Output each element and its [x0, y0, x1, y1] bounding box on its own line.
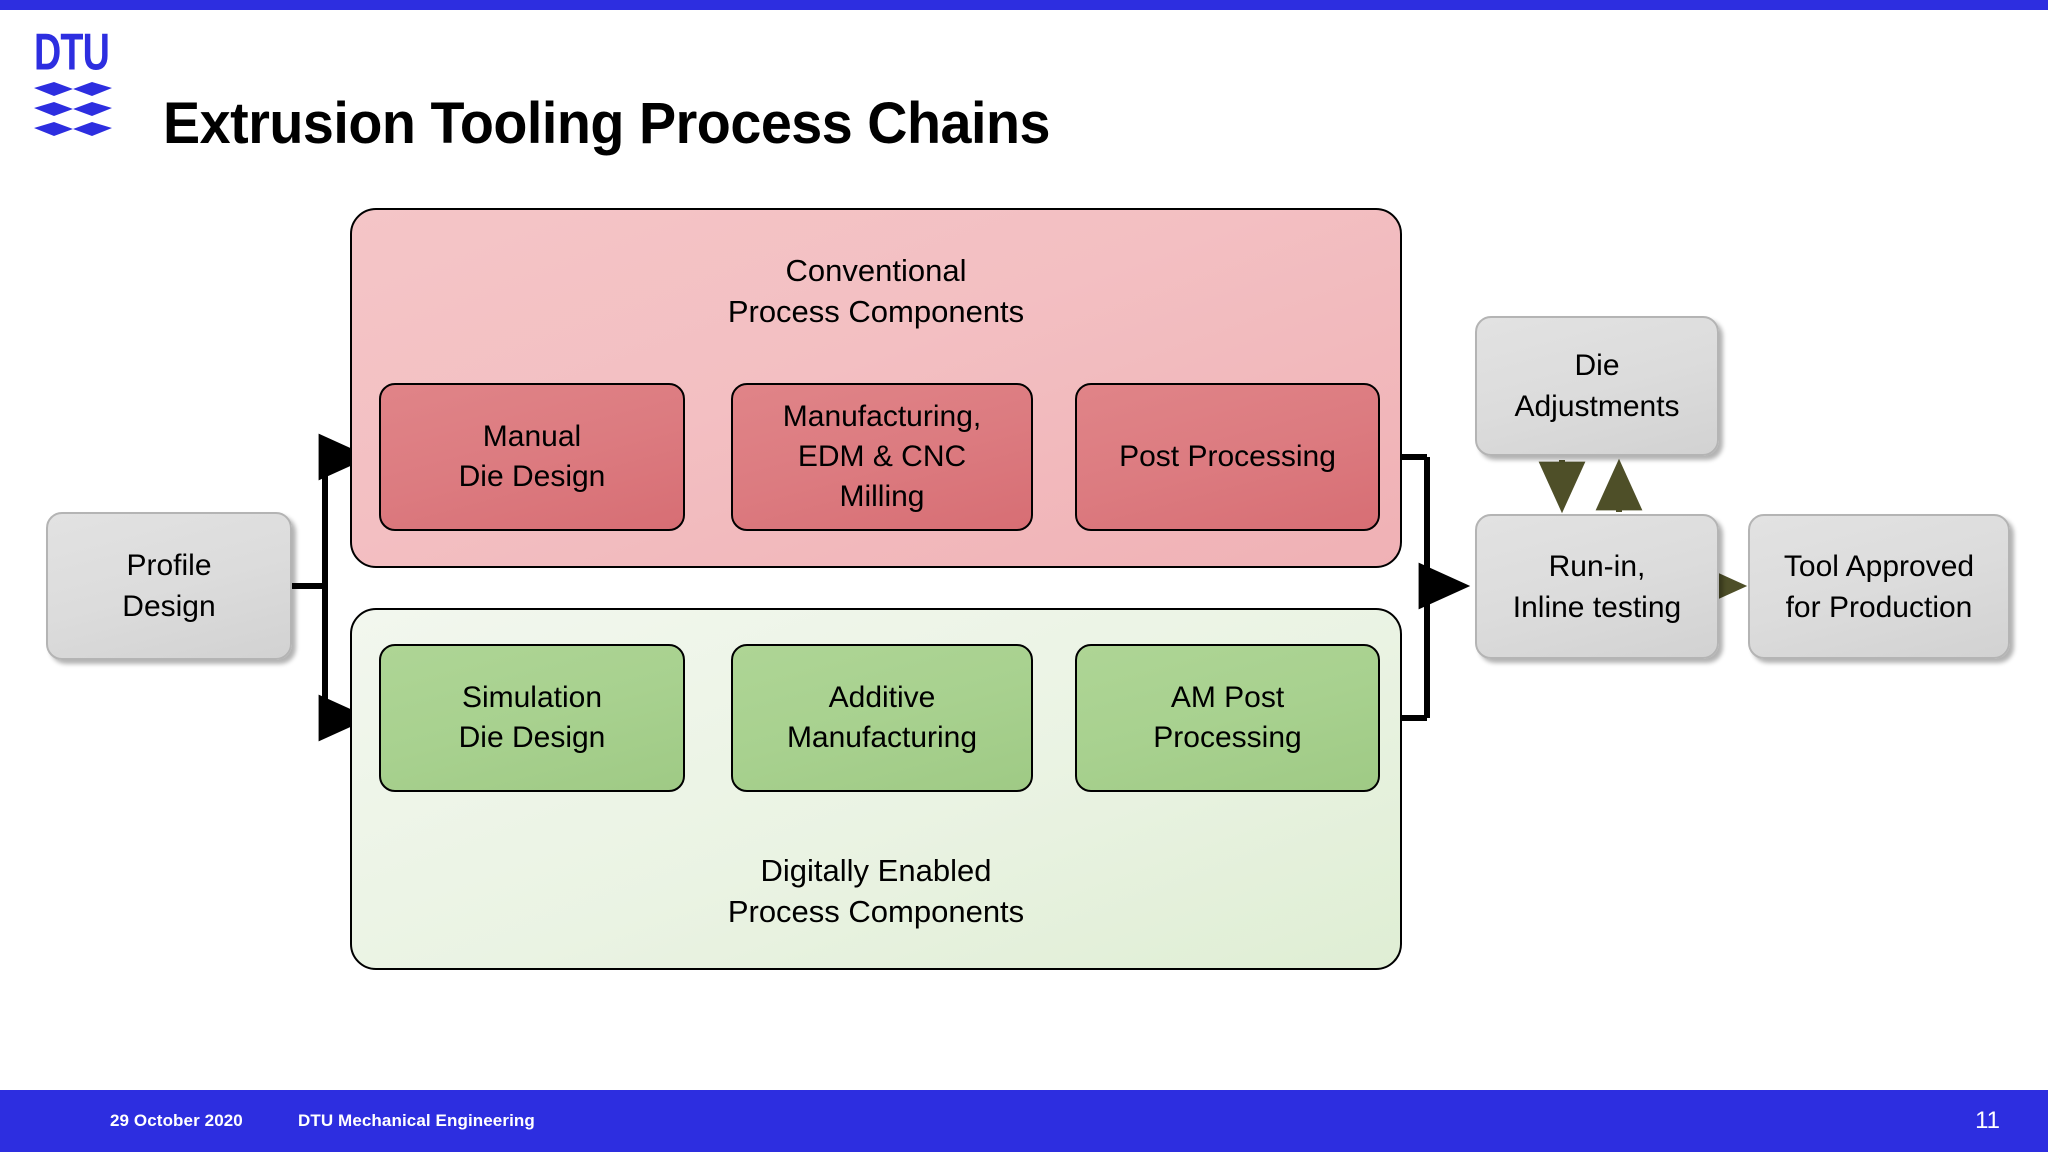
tool-approved-line2: for Production [1785, 590, 1973, 624]
manufacturing-line3: Milling [839, 480, 925, 513]
dtu-logo: DTU [34, 26, 144, 138]
dtu-logo-waves-icon [34, 82, 112, 136]
post-processing-line1: Post Processing [1119, 440, 1336, 473]
die-adjustments-line2: Adjustments [1514, 390, 1680, 423]
process-box-die-adjustments[interactable]: Die Adjustments [1475, 316, 1719, 456]
profile-design-line2: Design [122, 590, 216, 623]
process-box-manufacturing-edm-cnc[interactable]: Manufacturing, EDM & CNC Milling [731, 383, 1033, 531]
additive-manufacturing-line2: Manufacturing [786, 721, 978, 754]
process-box-additive-manufacturing[interactable]: Additive Manufacturing [731, 644, 1033, 792]
manual-die-design-line1: Manual [482, 420, 582, 453]
dtu-logo-text: DTU [34, 22, 110, 81]
footer-date: 29 October 2020 [110, 1111, 243, 1130]
additive-manufacturing-line1: Additive [828, 681, 936, 714]
manufacturing-line1: Manufacturing, [782, 400, 982, 433]
am-post-processing-line2: Processing [1153, 721, 1302, 754]
bottom-accent-bar [0, 1090, 2048, 1152]
am-post-processing-line1: AM Post [1170, 681, 1285, 714]
run-in-line1: Run-in, [1548, 549, 1646, 583]
footer-department: DTU Mechanical Engineering [298, 1111, 535, 1130]
conventional-group-title-line1: Conventional [785, 253, 967, 288]
conventional-group-title-line2: Process Components [727, 294, 1025, 329]
simulation-die-design-line1: Simulation [461, 681, 603, 714]
manufacturing-line2: EDM & CNC [797, 440, 967, 473]
digital-group-title: Digitally Enabled Process Components [352, 850, 1400, 932]
manual-die-design-line2: Die Design [458, 460, 606, 493]
tool-approved-line1: Tool Approved [1783, 549, 1975, 583]
process-box-run-in-inline-testing[interactable]: Run-in, Inline testing [1475, 514, 1719, 659]
run-in-line2: Inline testing [1512, 590, 1682, 624]
digital-group-title-line2: Process Components [727, 894, 1025, 929]
process-box-am-post-processing[interactable]: AM Post Processing [1075, 644, 1380, 792]
process-box-manual-die-design[interactable]: Manual Die Design [379, 383, 685, 531]
simulation-die-design-line2: Die Design [458, 721, 606, 754]
conventional-group-title: Conventional Process Components [352, 250, 1400, 332]
digital-group-title-line1: Digitally Enabled [760, 853, 992, 888]
process-box-profile-design[interactable]: Profile Design [46, 512, 292, 660]
die-adjustments-line1: Die [1574, 349, 1620, 382]
profile-design-line1: Profile [126, 549, 212, 582]
process-box-tool-approved[interactable]: Tool Approved for Production [1748, 514, 2010, 659]
page-title: Extrusion Tooling Process Chains [163, 91, 1051, 156]
top-accent-bar [0, 0, 2048, 10]
footer-page-number: 11 [1975, 1107, 2000, 1134]
connector-feedback-loop [1538, 458, 1643, 514]
process-box-simulation-die-design[interactable]: Simulation Die Design [379, 644, 685, 792]
process-box-post-processing[interactable]: Post Processing [1075, 383, 1380, 531]
